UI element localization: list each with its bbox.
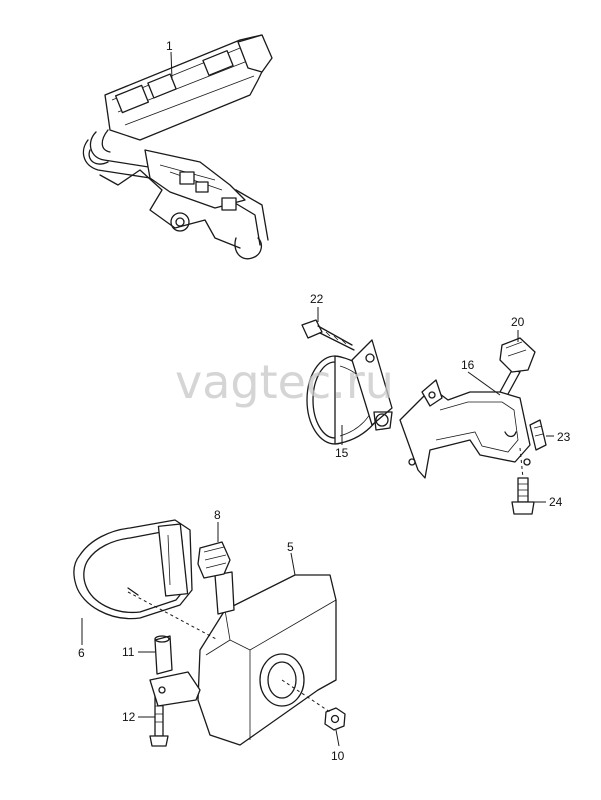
callout-11: 11 <box>122 645 135 659</box>
part-22-bolt[interactable] <box>301 319 355 351</box>
callout-20: 20 <box>511 315 525 329</box>
assembly-guides <box>127 447 524 713</box>
callout-5: 5 <box>287 540 294 554</box>
callout-23: 23 <box>557 430 571 444</box>
leader-lines <box>81 51 554 747</box>
watermark-text: vagtec.ru <box>175 355 394 409</box>
callout-24: 24 <box>549 495 563 509</box>
part-12-bolt[interactable] <box>149 671 201 747</box>
part-1-harness-module[interactable] <box>82 34 273 260</box>
callout-22: 22 <box>310 292 324 306</box>
part-11-spacer[interactable] <box>154 635 173 675</box>
callout-10: 10 <box>331 749 345 763</box>
callout-12: 12 <box>122 710 136 724</box>
callout-15: 15 <box>335 446 349 460</box>
callout-16: 16 <box>461 358 475 372</box>
part-24-bolt[interactable] <box>511 477 535 515</box>
part-5-housing[interactable] <box>197 571 337 746</box>
part-6-horn[interactable] <box>73 519 193 620</box>
part-23-clip[interactable] <box>529 419 547 451</box>
part-20-connector[interactable] <box>499 337 536 373</box>
part-8-connector[interactable] <box>197 541 231 579</box>
callout-6: 6 <box>78 646 85 660</box>
callout-labels: 1 22 20 16 23 15 24 8 5 6 11 12 10 <box>78 39 571 763</box>
part-15-horn[interactable] <box>306 339 393 445</box>
callout-8: 8 <box>214 508 221 522</box>
part-10-nut[interactable] <box>324 707 346 731</box>
part-16-bracket[interactable] <box>399 369 531 479</box>
callout-1: 1 <box>166 39 173 53</box>
